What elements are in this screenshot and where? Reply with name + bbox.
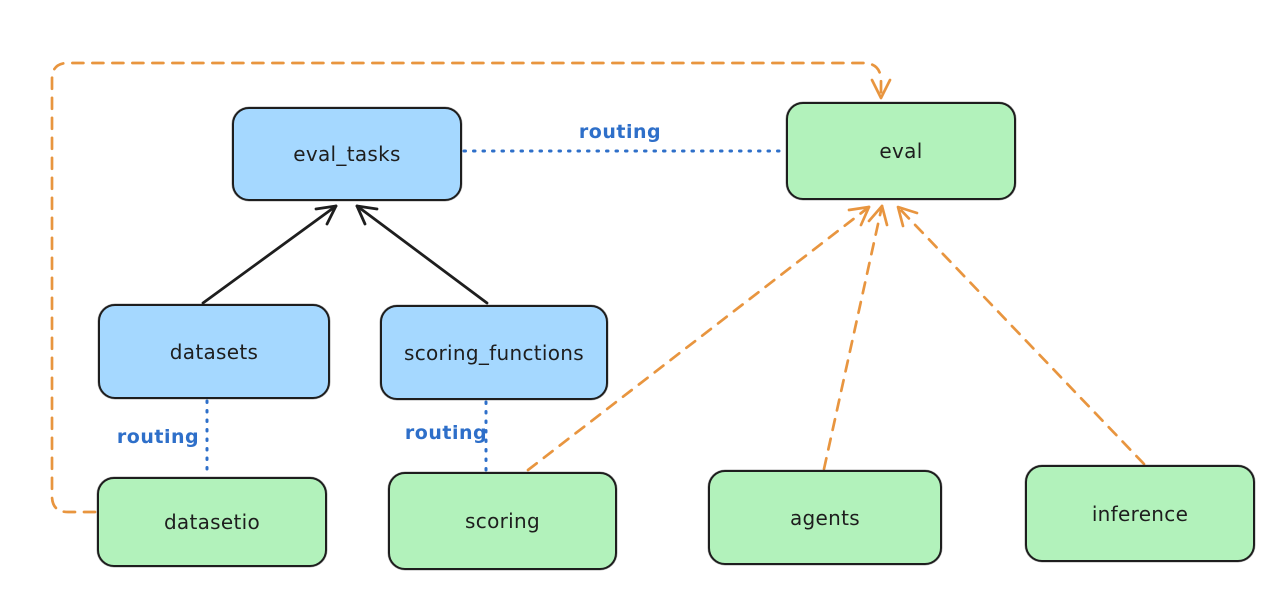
edge-label-routing-top: routing	[578, 121, 662, 143]
arrowhead-scoring_functions-to-eval_tasks	[355, 204, 379, 226]
edge-agents-to-eval	[822, 204, 884, 471]
node-datasetio-label: datasetio	[163, 510, 261, 534]
edge-inference-to-eval	[896, 205, 1146, 466]
arrowhead-datasets-to-eval_tasks	[314, 204, 338, 226]
edge-label-routing-datasets: routing	[116, 426, 200, 448]
node-inference: inference	[1025, 465, 1255, 562]
node-eval_tasks-label: eval_tasks	[293, 142, 401, 166]
node-datasets: datasets	[98, 304, 330, 399]
arrowhead-datasetio-to-eval	[870, 78, 892, 100]
node-scoring-label: scoring	[465, 509, 540, 533]
node-inference-label: inference	[1091, 501, 1189, 526]
node-scoring: scoring	[388, 472, 617, 570]
node-scoring_functions: scoring_functions	[380, 305, 608, 400]
edge-datasets-to-eval_tasks	[201, 204, 338, 305]
node-scoring_functions-label: scoring_functions	[403, 340, 585, 365]
edge-scoring_functions-to-eval_tasks	[355, 204, 489, 305]
node-datasetio: datasetio	[97, 477, 327, 567]
arrowhead-agents-to-eval	[867, 204, 889, 227]
arrowhead-inference-to-eval	[896, 205, 919, 228]
node-agents-label: agents	[790, 505, 860, 530]
node-agents: agents	[708, 470, 942, 565]
node-eval: eval	[786, 102, 1016, 200]
node-eval-label: eval	[879, 139, 923, 163]
node-datasets-label: datasets	[169, 339, 259, 364]
arrowhead-scoring-to-eval	[847, 205, 871, 227]
edge-label-routing-scoring: routing	[404, 422, 488, 444]
node-eval_tasks: eval_tasks	[232, 107, 462, 201]
